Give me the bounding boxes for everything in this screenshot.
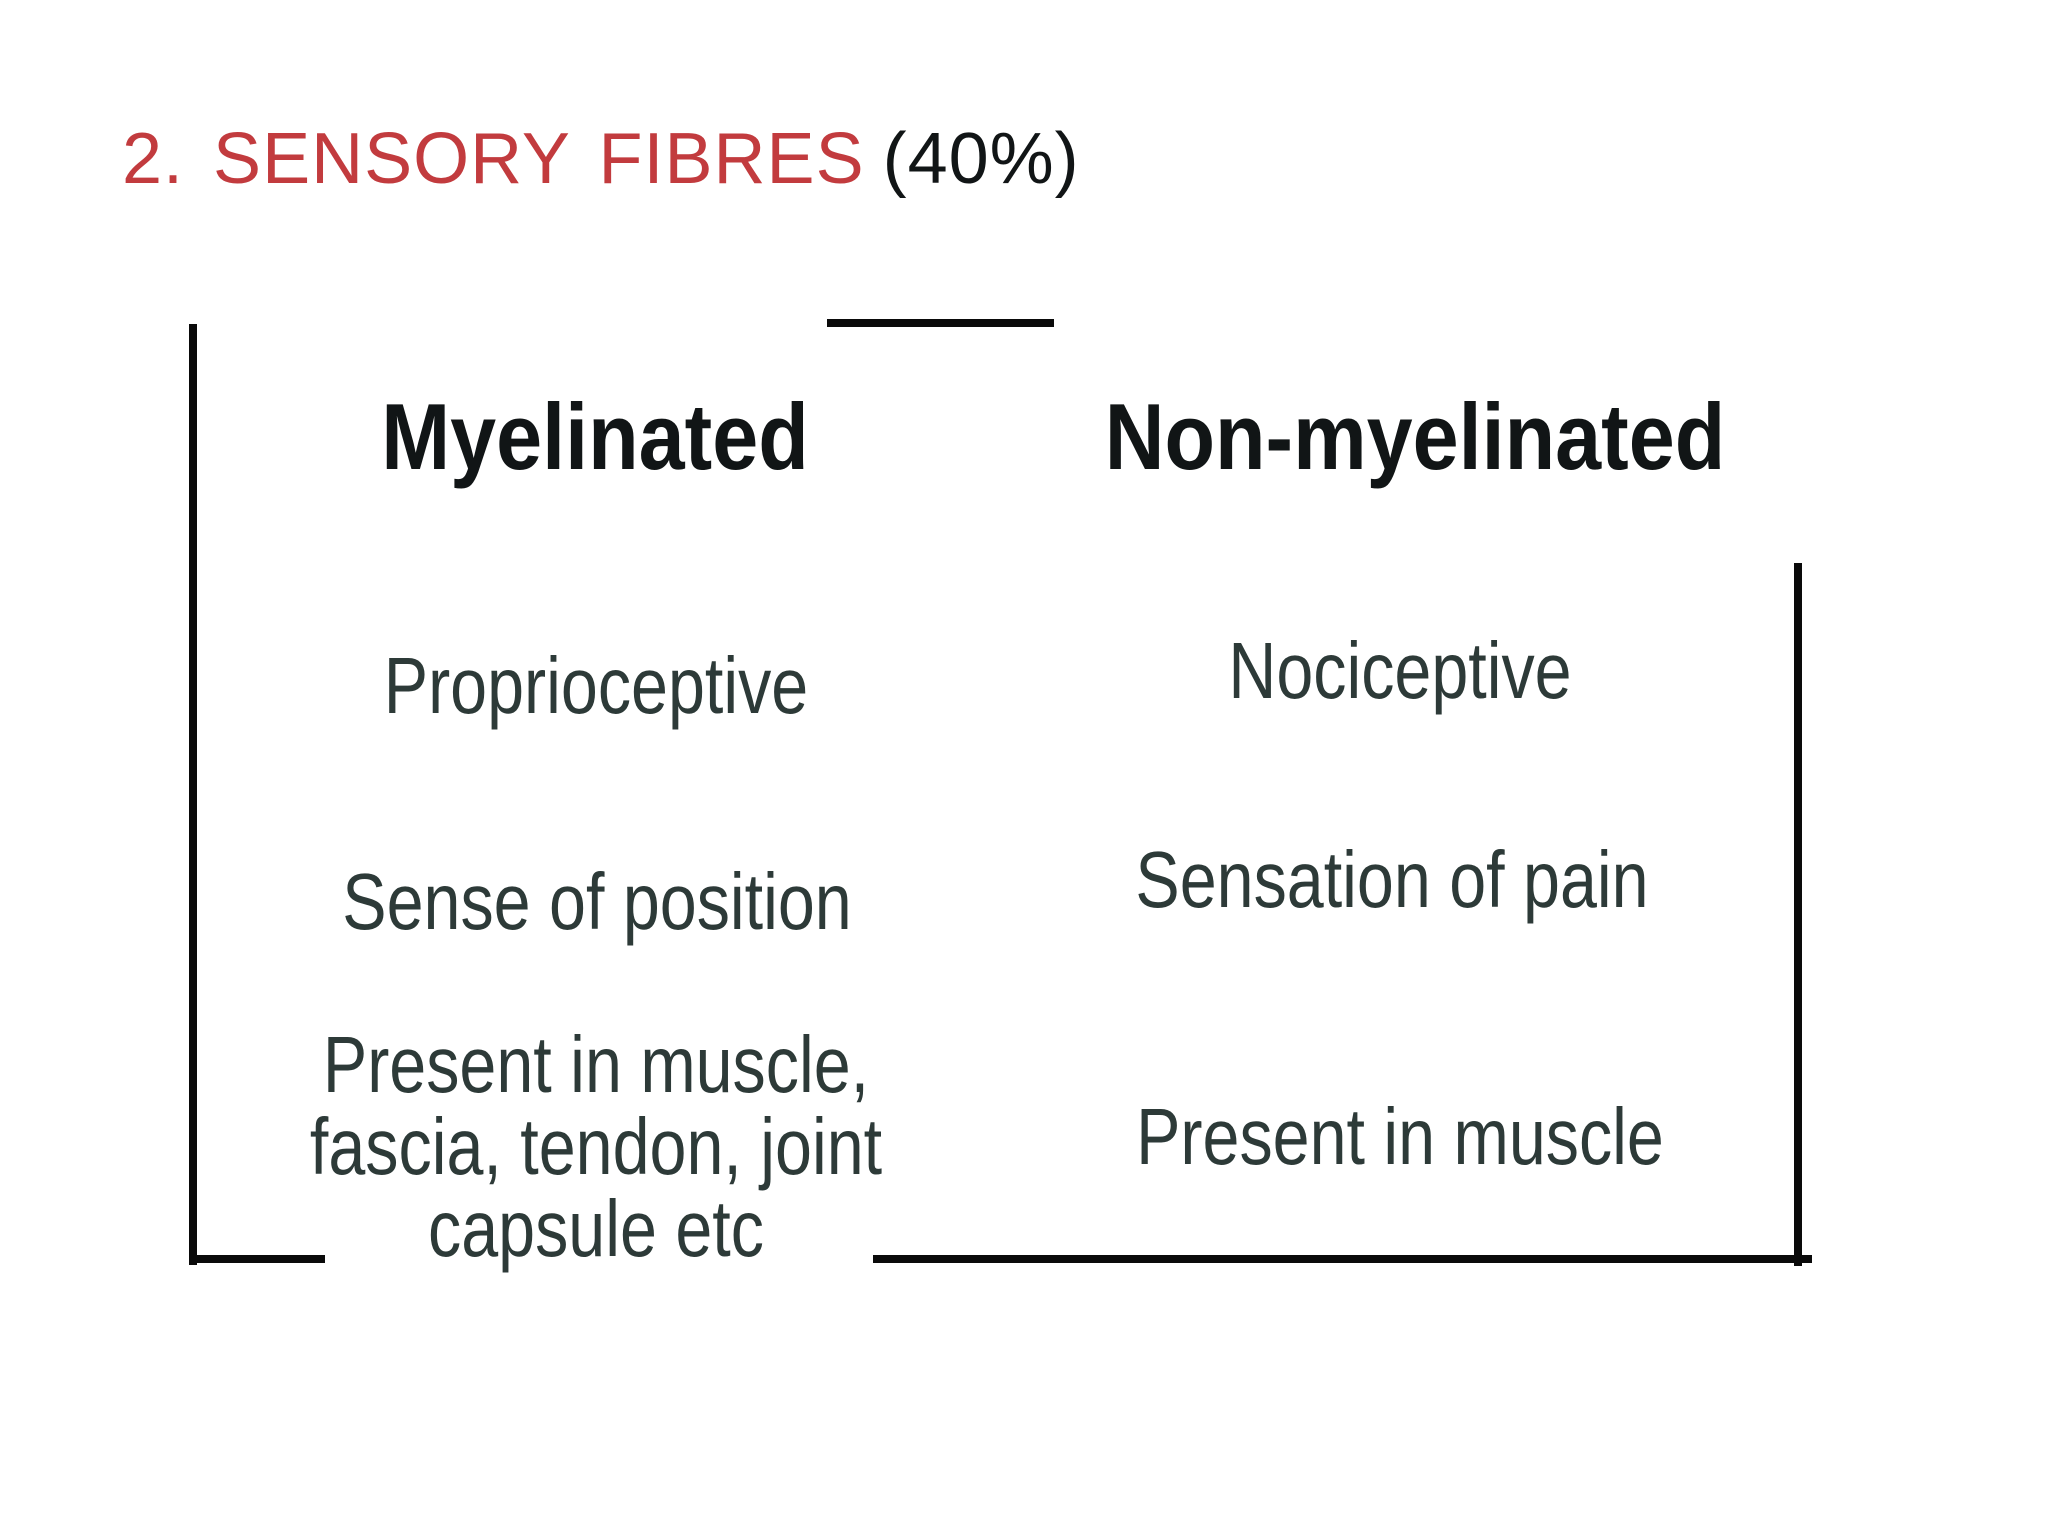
cell-myelinated-proprioceptive: Proprioceptive xyxy=(383,641,809,730)
cell-non-myelinated-sensation-of-pain: Sensation of pain xyxy=(1135,835,1649,924)
table-bottom-right-line xyxy=(873,1255,1812,1263)
table-right-border-line xyxy=(1794,563,1802,1266)
table-left-border-line xyxy=(189,324,197,1265)
slide-title-percentage: (40%) xyxy=(882,119,1080,199)
table-top-center-line xyxy=(827,319,1054,327)
slide-title: 2. SENSORY FIBRES(40%) xyxy=(122,118,1080,200)
cell-non-myelinated-present-in: Present in muscle xyxy=(1136,1092,1664,1181)
table-bottom-left-line xyxy=(189,1255,325,1263)
slide-title-main: 2. SENSORY FIBRES xyxy=(122,119,865,199)
column-header-non-myelinated: Non-myelinated xyxy=(1104,384,1726,489)
cell-myelinated-sense-of-position: Sense of position xyxy=(342,857,852,946)
column-header-myelinated: Myelinated xyxy=(381,384,809,489)
cell-myelinated-present-in: Present in muscle, fascia, tendon, joint… xyxy=(309,1020,883,1273)
cell-non-myelinated-nociceptive: Nociceptive xyxy=(1228,626,1572,715)
